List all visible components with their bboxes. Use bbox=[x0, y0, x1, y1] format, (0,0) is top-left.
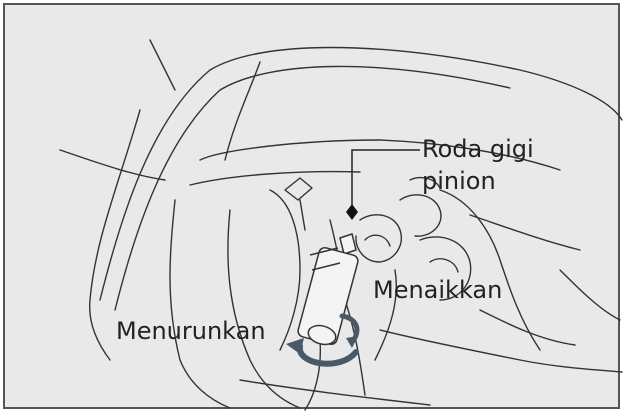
diagram-frame bbox=[3, 3, 620, 409]
rotate-clockwise-arrow-icon bbox=[339, 313, 360, 348]
pinion-label-line2: pinion bbox=[422, 167, 496, 195]
raise-label: Menaikkan bbox=[373, 276, 502, 304]
pinion-label-line1: Roda gigi bbox=[422, 135, 534, 163]
pinion-leader-line bbox=[351, 149, 420, 212]
wrench-handle bbox=[297, 233, 359, 346]
pinion-marker bbox=[346, 204, 358, 220]
rotate-counterclockwise-arrow-icon bbox=[286, 338, 359, 367]
lower-label: Menurunkan bbox=[116, 317, 266, 345]
